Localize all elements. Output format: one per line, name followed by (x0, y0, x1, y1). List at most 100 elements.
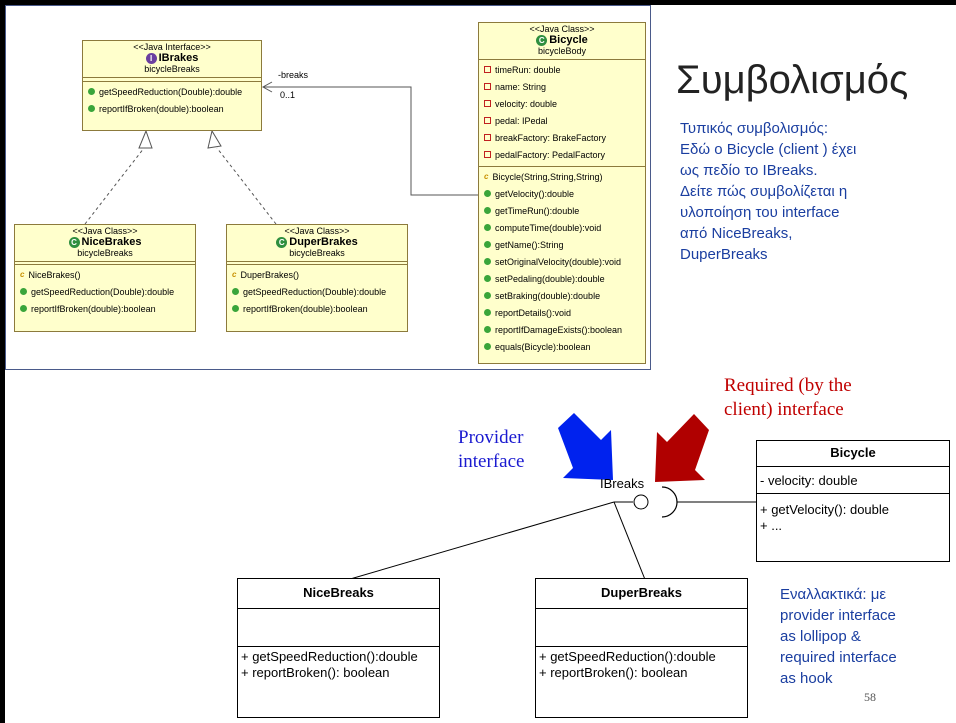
realization-nice-arrowhead (138, 129, 153, 149)
public-method-icon (484, 275, 491, 283)
provider-arrow-icon (558, 413, 613, 480)
duperbreaks-simple-class-box: DuperBreaks + getSpeedReduction():double… (535, 578, 748, 718)
private-field-icon (484, 100, 491, 108)
ibrakes-methods: getSpeedReduction(Double):double reportI… (83, 82, 261, 120)
bicycle-fields: timeRun: double name: String velocity: d… (479, 60, 645, 168)
field-row: timeRun: double (479, 62, 645, 79)
constructor-icon: c (232, 270, 237, 280)
bicycle-simple-attributes: - velocity: double (757, 467, 949, 494)
public-method-icon (484, 241, 491, 249)
duperbrakes-package: bicycleBreaks (289, 248, 345, 259)
operation-row: + reportBroken(): boolean (539, 665, 688, 680)
bicycle-simple-name: Bicycle (757, 441, 949, 467)
description-line: υλοποίηση του interface (680, 204, 840, 221)
public-method-icon (484, 207, 491, 215)
method-row: reportDetails():void (479, 305, 645, 322)
duperbrakes-fields (227, 262, 407, 266)
association-role-label: -breaks (278, 70, 309, 80)
duperbrakes-name: DuperBrakes (289, 236, 358, 248)
field-row: pedal: IPedal (479, 113, 645, 130)
duperbrakes-stereotype: <<Java Class>> (284, 226, 350, 236)
nicebreaks-simple-operations: + getSpeedReduction():double + reportBro… (238, 647, 439, 684)
description-line: Εδώ ο Bicycle (client ) έχει (680, 141, 857, 158)
operation-row: + getVelocity(): double (760, 502, 889, 517)
alternative-line: provider interface (780, 607, 896, 624)
alternative-line: Εναλλακτικά: με (780, 586, 887, 603)
method-row: setPedaling(double):double (479, 271, 645, 288)
page-number: 58 (864, 690, 876, 704)
slide-description: Τυπικός συμβολισμός: Εδώ ο Bicycle (clie… (680, 118, 940, 265)
class-icon: C (68, 237, 80, 249)
nicebreaks-simple-attributes (238, 609, 439, 647)
bicycle-stereotype: <<Java Class>> (529, 24, 595, 34)
private-field-icon (484, 83, 491, 91)
public-method-icon (484, 190, 491, 198)
public-method-icon (484, 224, 491, 232)
operation-row: + getSpeedReduction():double (539, 649, 716, 664)
ibrakes-stereotype: <<Java Interface>> (133, 42, 211, 52)
public-method-icon (88, 105, 95, 113)
method-row: equals(Bicycle):boolean (479, 339, 645, 356)
interface-icon: I (145, 53, 157, 65)
nicebrakes-package: bicycleBreaks (77, 248, 133, 259)
required-arrow-icon (655, 414, 709, 482)
method-row: reportIfBroken(double):boolean (15, 301, 195, 318)
alternative-notation-text: Εναλλακτικά: με provider interface as lo… (780, 584, 955, 689)
duperbreaks-lollipop-line (613, 501, 647, 583)
method-row: reportIfBroken(double):boolean (227, 301, 407, 318)
class-icon: C (276, 237, 288, 249)
attribute-row: - velocity: double (760, 473, 858, 488)
method-row: computeTime(double):void (479, 220, 645, 237)
bicycle-package: bicycleBody (537, 46, 587, 57)
description-line: Τυπικός συμβολισμός: (680, 120, 829, 137)
description-line: ως πεδίο το IBreaks. (680, 162, 818, 179)
nicebreaks-simple-class-box: NiceBreaks + getSpeedReduction():double … (237, 578, 440, 718)
method-row: reportIfBroken(double):boolean (83, 101, 261, 118)
class-icon: C (536, 35, 548, 47)
provider-interface-label: Provider interface (458, 427, 525, 472)
description-line: DuperBreaks (680, 246, 768, 263)
description-line: από NiceBreaks, (680, 225, 793, 242)
private-field-icon (484, 66, 491, 74)
method-row: getTimeRun():double (479, 203, 645, 220)
method-row: setBraking(double):double (479, 288, 645, 305)
description-line: Δείτε πώς συμβολίζεται η (680, 183, 848, 200)
method-row: getSpeedReduction(Double):double (227, 284, 407, 301)
field-row: name: String (479, 79, 645, 96)
public-method-icon (232, 288, 239, 296)
method-row: getVelocity():double (479, 186, 645, 203)
duperbreaks-simple-attributes (536, 609, 747, 647)
method-row: getSpeedReduction(Double):double (15, 284, 195, 301)
constructor-icon: c (484, 172, 489, 182)
nicebreaks-lollipop-line (339, 501, 615, 583)
public-method-icon (484, 326, 491, 334)
alternative-line: as hook (780, 670, 833, 687)
method-row: setOriginalVelocity(double):void (479, 254, 645, 271)
realization-nice-line (84, 147, 145, 225)
slide-title: Συμβολισμός (676, 58, 909, 102)
ibrakes-package: bicycleBreaks (144, 64, 200, 75)
public-method-icon (484, 292, 491, 300)
field-row: velocity: double (479, 96, 645, 113)
realization-duper-arrowhead (207, 129, 222, 149)
hook-required-icon (661, 486, 678, 518)
public-method-icon (484, 258, 491, 266)
alternative-line: required interface (780, 649, 897, 666)
bicycle-simple-class-box: Bicycle - velocity: double + getVelocity… (756, 440, 950, 562)
nicebreaks-simple-name: NiceBreaks (238, 579, 439, 609)
public-method-icon (484, 343, 491, 351)
nicebrakes-name: NiceBrakes (81, 236, 142, 248)
private-field-icon (484, 117, 491, 125)
duperbreaks-simple-operations: + getSpeedReduction():double + reportBro… (536, 647, 747, 684)
